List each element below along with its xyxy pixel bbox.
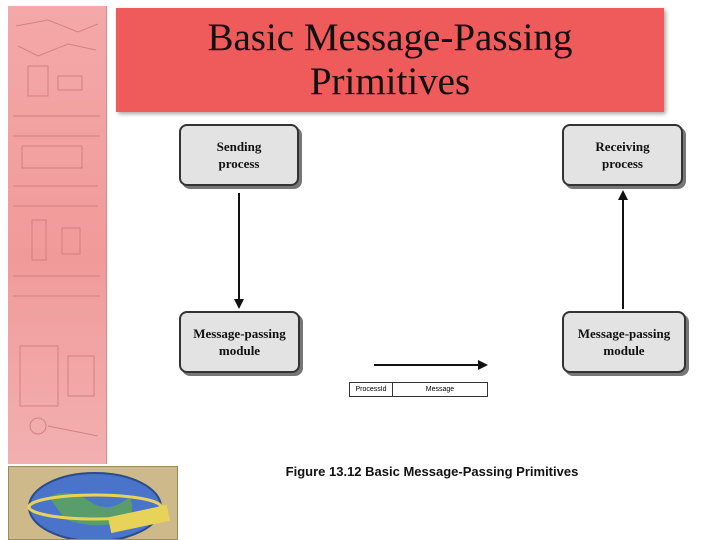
sending-process-label: Sending process xyxy=(216,139,262,171)
mp-module-left-label: Message-passing module xyxy=(193,326,286,358)
packet-message-field: Message xyxy=(425,386,455,393)
message-packet: ProcessId Message xyxy=(349,382,488,397)
globe-logo-icon xyxy=(27,472,171,539)
sending-process-box: Sending process xyxy=(179,124,299,186)
receiving-process-label: Receiving process xyxy=(595,139,650,171)
figure-caption: Figure 13.12 Basic Message-Passing Primi… xyxy=(285,464,579,479)
circuit-watermark-icon xyxy=(13,19,100,437)
message-passing-module-right: Message-passing module xyxy=(562,311,686,373)
title-banner: Basic Message-Passing Primitives xyxy=(116,8,664,112)
packet-process-id-field: ProcessId xyxy=(350,383,393,396)
slide-title-line-1: Basic Message-Passing xyxy=(207,16,573,59)
message-passing-module-left: Message-passing module xyxy=(179,311,300,373)
mp-module-right-label: Message-passing module xyxy=(577,326,671,358)
slide-title: Basic Message-Passing Primitives xyxy=(116,16,664,104)
receiving-process-box: Receiving process xyxy=(562,124,683,186)
decorative-side-strip xyxy=(8,6,107,464)
slide-title-line-2: Primitives xyxy=(309,60,471,103)
globe-logo xyxy=(8,466,178,540)
